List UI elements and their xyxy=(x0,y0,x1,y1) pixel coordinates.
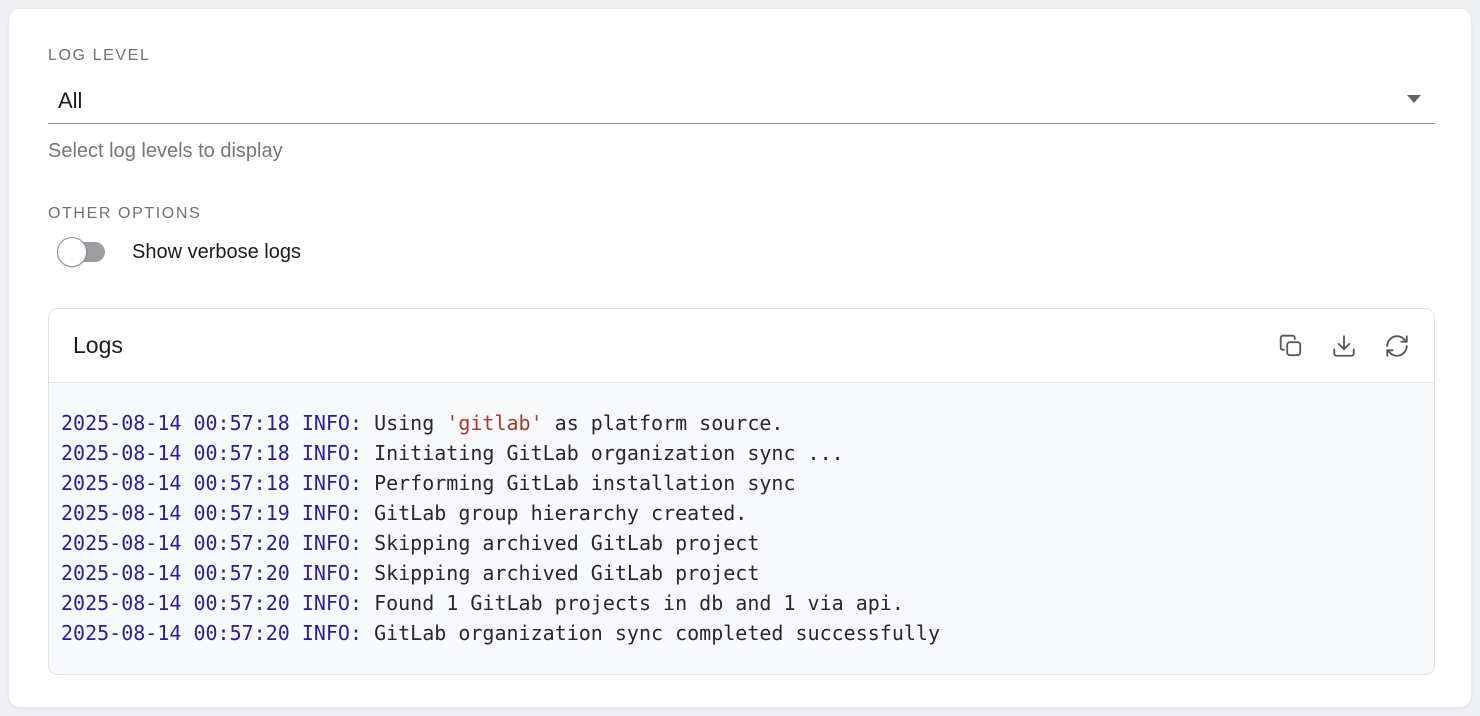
settings-card: LOG LEVEL All Select log levels to displ… xyxy=(8,8,1472,708)
download-logs-button[interactable] xyxy=(1330,332,1357,359)
log-level-label: LOG LEVEL xyxy=(48,47,151,64)
log-quoted-text: 'gitlab' xyxy=(446,411,543,435)
log-timestamp: 2025-08-14 00:57:19 xyxy=(61,501,290,525)
log-timestamp: 2025-08-14 00:57:18 xyxy=(61,411,290,435)
log-level-badge: INFO: xyxy=(301,471,363,495)
copy-icon xyxy=(1279,334,1301,356)
other-options-label: OTHER OPTIONS xyxy=(48,205,202,222)
log-message: Skipping archived GitLab project xyxy=(374,561,760,585)
log-timestamp: 2025-08-14 00:57:20 xyxy=(61,531,290,555)
log-line: 2025-08-14 00:57:20 INFO: Found 1 GitLab p… xyxy=(61,588,1422,618)
logs-panel-title: Logs xyxy=(73,332,123,358)
verbose-logs-toggle[interactable] xyxy=(57,237,105,267)
log-timestamp: 2025-08-14 00:57:18 xyxy=(61,441,290,465)
log-message: GitLab group hierarchy created. xyxy=(374,501,748,525)
log-level-badge: INFO: xyxy=(301,531,363,555)
log-level-badge: INFO: xyxy=(301,561,363,585)
refresh-logs-button[interactable] xyxy=(1383,332,1410,359)
log-timestamp: 2025-08-14 00:57:20 xyxy=(61,561,290,585)
log-timestamp: 2025-08-14 00:57:20 xyxy=(61,591,290,615)
verbose-toggle-row: Show verbose logs xyxy=(48,234,1435,270)
log-line: 2025-08-14 00:57:20 INFO: GitLab organizat… xyxy=(61,618,1422,648)
logs-panel: Logs xyxy=(48,308,1435,675)
log-level-badge: INFO: xyxy=(301,441,363,465)
log-level-badge: INFO: xyxy=(301,591,363,615)
verbose-logs-toggle-label: Show verbose logs xyxy=(132,240,301,263)
logs-panel-header: Logs xyxy=(49,309,1434,383)
log-message: Initiating GitLab organization sync ... xyxy=(374,441,844,465)
log-level-helper-text: Select log levels to display xyxy=(48,140,283,162)
log-level-badge: INFO: xyxy=(301,501,363,525)
toggle-thumb xyxy=(57,237,87,267)
log-message: GitLab organization sync completed succe… xyxy=(374,621,940,645)
log-message: Skipping archived GitLab project xyxy=(374,531,760,555)
copy-logs-button[interactable] xyxy=(1277,332,1304,359)
log-timestamp: 2025-08-14 00:57:20 xyxy=(61,621,290,645)
log-message: Found 1 GitLab projects in db and 1 via … xyxy=(374,591,904,615)
log-message: Performing GitLab installation sync xyxy=(374,471,796,495)
log-level-select-value: All xyxy=(58,87,83,113)
chevron-down-icon xyxy=(1407,95,1421,103)
log-line: 2025-08-14 00:57:18 INFO: Initiating GitLa… xyxy=(61,438,1422,468)
log-level-badge: INFO: xyxy=(301,411,363,435)
download-icon xyxy=(1332,334,1355,357)
log-line: 2025-08-14 00:57:20 INFO: Skipping archive… xyxy=(61,528,1422,558)
log-message: Using 'gitlab' as platform source. xyxy=(374,411,784,435)
log-level-badge: INFO: xyxy=(301,621,363,645)
log-line: 2025-08-14 00:57:18 INFO: Performing GitLa… xyxy=(61,468,1422,498)
log-line: 2025-08-14 00:57:19 INFO: GitLab group hie… xyxy=(61,498,1422,528)
logs-actions xyxy=(1277,332,1410,359)
log-line: 2025-08-14 00:57:20 INFO: Skipping archive… xyxy=(61,558,1422,588)
log-level-select[interactable]: All xyxy=(48,78,1435,124)
log-line: 2025-08-14 00:57:18 INFO: Using 'gitlab' a… xyxy=(61,408,1422,438)
refresh-icon xyxy=(1385,334,1408,357)
log-timestamp: 2025-08-14 00:57:18 xyxy=(61,471,290,495)
